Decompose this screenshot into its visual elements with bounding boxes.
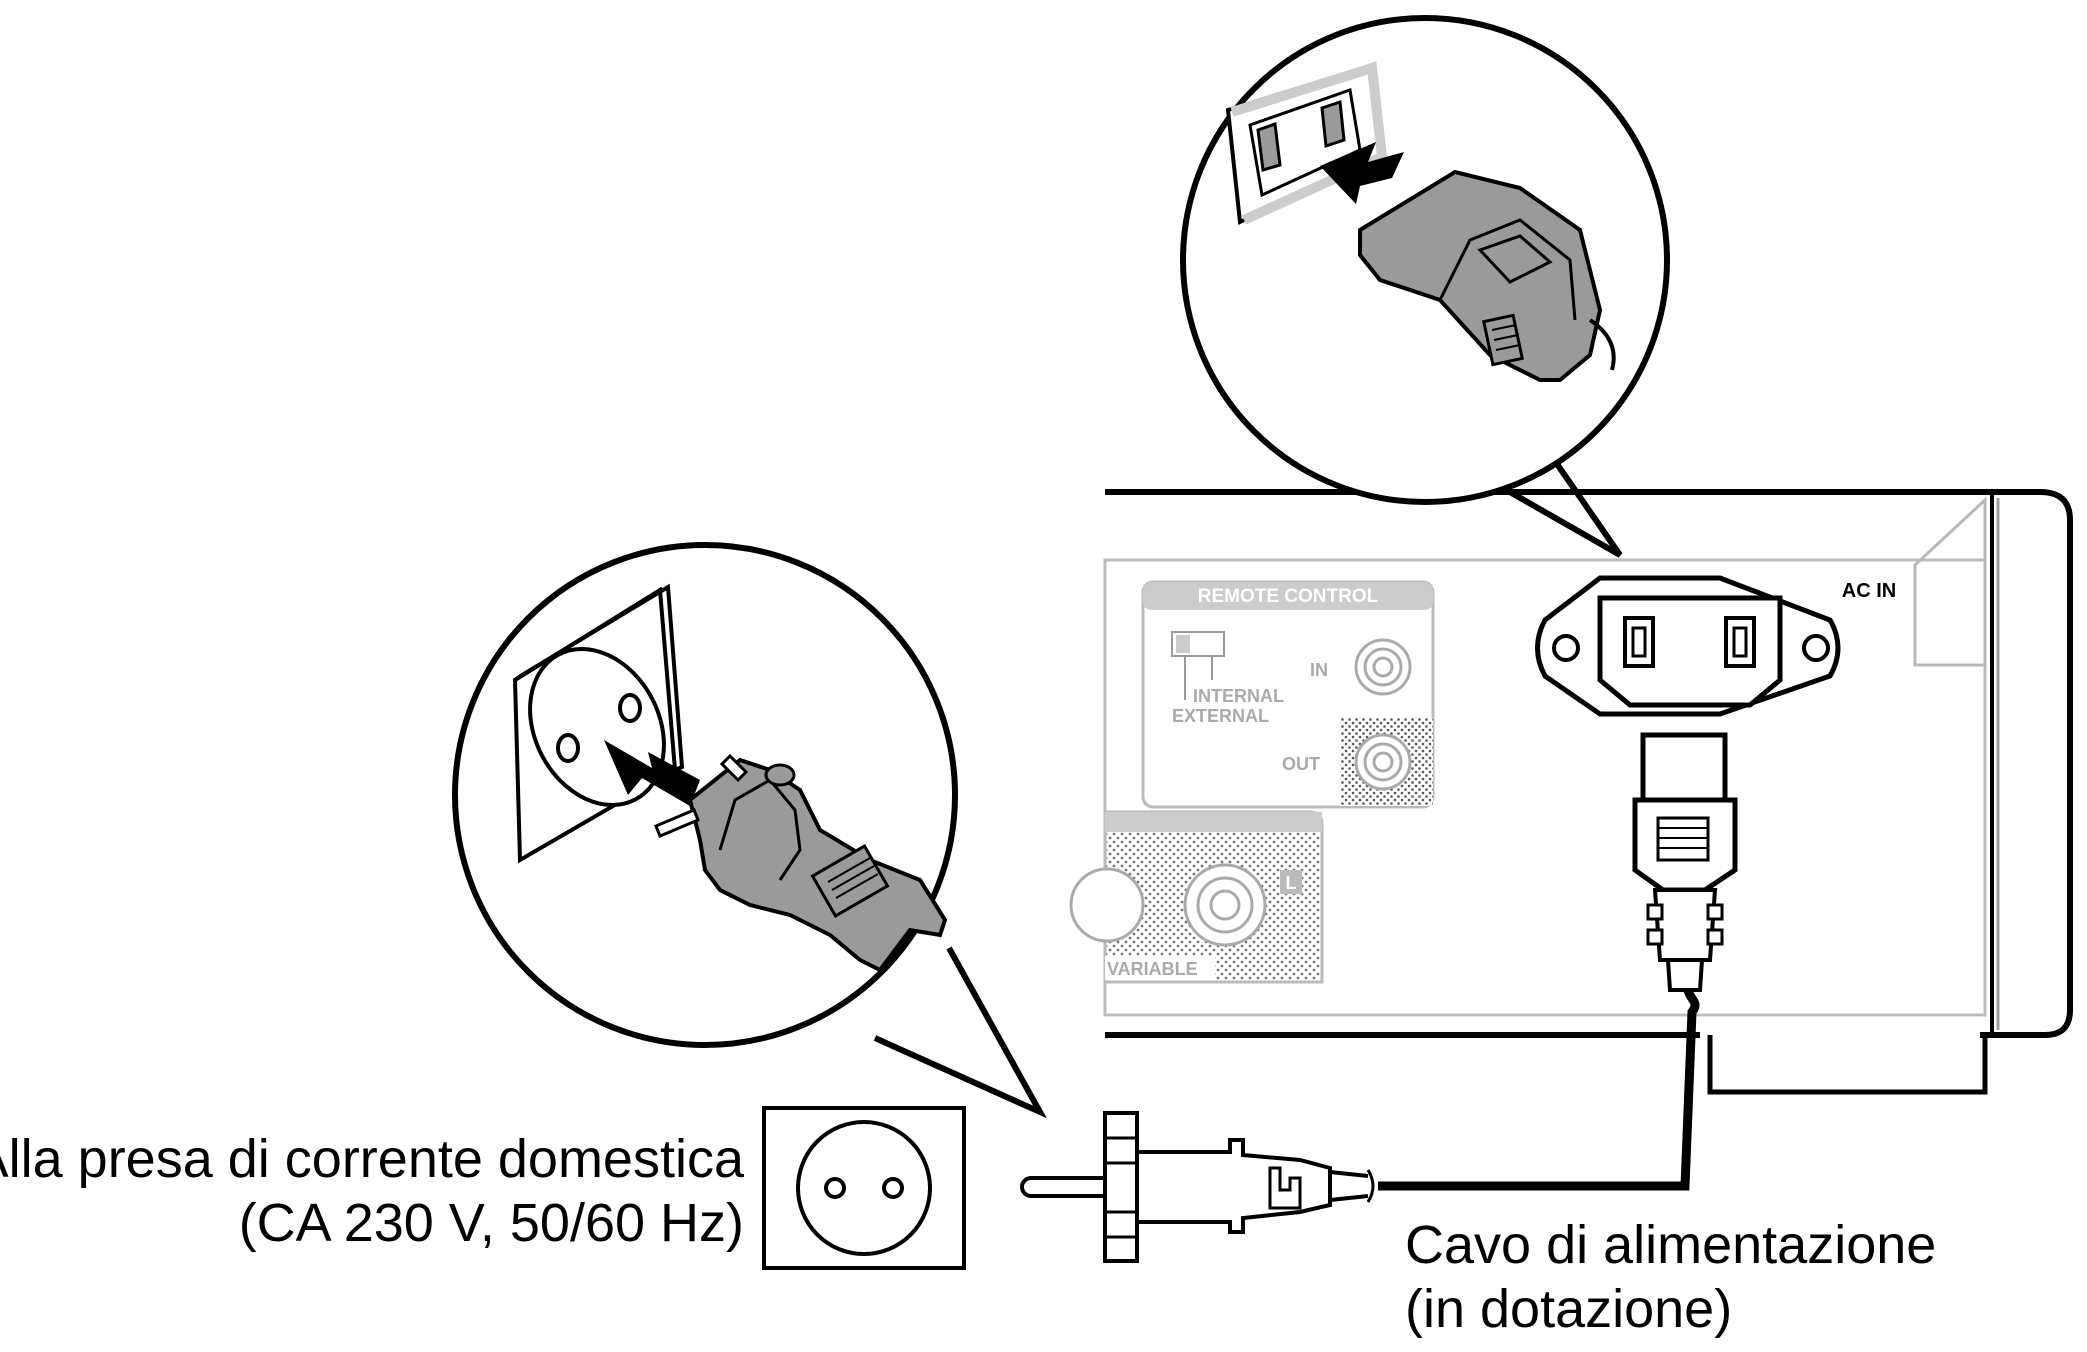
cable-caption: Cavo di alimentazione (in dotazione): [1405, 1213, 1936, 1341]
callout-ac-inlet: [1180, 15, 1670, 558]
variable-label: VARIABLE: [1107, 959, 1198, 979]
switch-external-label: EXTERNAL: [1172, 706, 1269, 726]
device-rear-panel: REMOTE CONTROL INTERNAL EXTERNAL IN OUT: [1069, 489, 2073, 1095]
remote-in-jack: [1354, 638, 1412, 696]
outlet-caption-line2: (CA 230 V, 50/60 Hz): [238, 1193, 744, 1253]
outlet-caption-line1: Alla presa di corrente domestica: [0, 1129, 744, 1189]
remote-control-block: REMOTE CONTROL INTERNAL EXTERNAL IN OUT: [1141, 580, 1435, 809]
wall-socket-icon: [762, 1106, 966, 1270]
schuko-plug: [1020, 1111, 1369, 1263]
cable-caption-line1: Cavo di alimentazione: [1405, 1215, 1937, 1275]
iec-plug-inserted: [1632, 732, 1738, 992]
variable-l-jack: [1183, 863, 1267, 947]
power-cable: [1366, 988, 1700, 1203]
remote-out-label: OUT: [1282, 754, 1320, 774]
outlet-caption: Alla presa di corrente domestica (CA 230…: [0, 1127, 744, 1255]
ac-in-label: AC IN: [1842, 580, 1896, 602]
switch-internal-label: INTERNAL: [1193, 686, 1284, 706]
remote-out-jack: [1354, 733, 1412, 791]
remote-in-label: IN: [1310, 660, 1328, 680]
cable-caption-line2: (in dotazione): [1405, 1279, 1733, 1339]
callout-wall-outlet: [452, 542, 1047, 1119]
ac-inlet: AC IN: [1535, 575, 1896, 717]
variable-output-block: L VARIABLE: [1069, 810, 1324, 984]
remote-control-title: REMOTE CONTROL: [1198, 586, 1379, 607]
channel-label: L: [1286, 873, 1297, 893]
